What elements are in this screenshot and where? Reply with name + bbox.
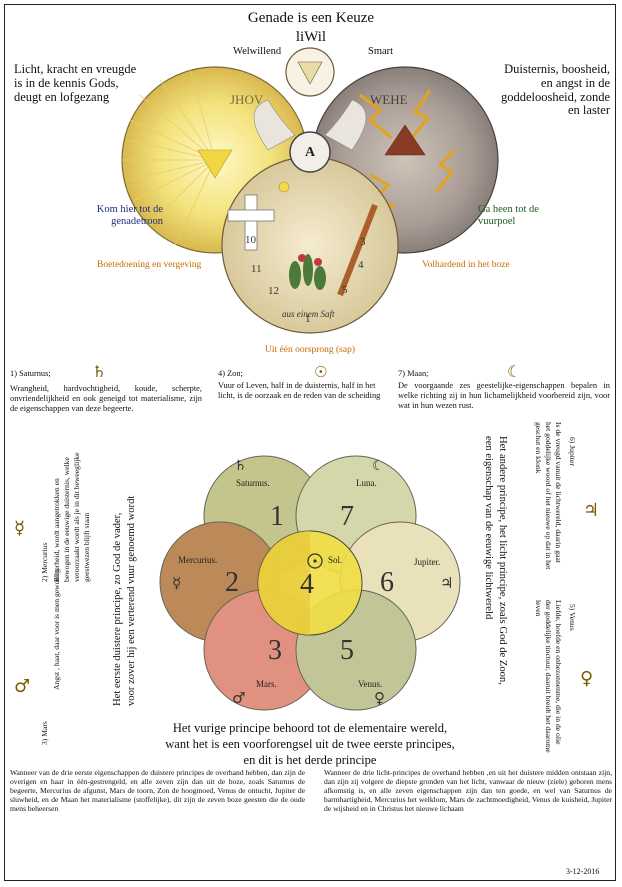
luna-wheel-label: Luna.	[356, 478, 377, 488]
left-note: Licht, kracht en vreugde is in de kennis…	[14, 62, 137, 104]
page-subtitle: liWil	[295, 29, 327, 45]
sol-wheel-label: Sol.	[328, 555, 343, 565]
moon-icon: ☾	[507, 362, 522, 381]
center-letter: A	[304, 145, 316, 160]
mercury-wheel-icon: ☿	[172, 574, 182, 592]
wheel-number-6: 6	[380, 567, 394, 598]
penance-label: Boetedoening en vergeving	[97, 260, 202, 270]
mars-wheel-label: Mars.	[256, 679, 277, 689]
wheel-number-3: 3	[268, 635, 282, 666]
venus-icon: ♀	[580, 668, 594, 689]
svg-text:1: 1	[305, 313, 311, 325]
sun-body: Vuur of Leven, half in de duisternis, ha…	[218, 381, 381, 400]
wheel-number-2: 2	[225, 567, 239, 598]
svg-text:11: 11	[251, 263, 262, 275]
cross-icon	[227, 194, 275, 251]
circle-bottom-text: aus einem Saft	[282, 309, 335, 319]
sun-title: 4) Zon;	[218, 369, 243, 378]
page-border	[4, 4, 616, 881]
right-note: Duisternis, boosheid, en angst in de god…	[500, 62, 610, 118]
mercury-icon: ☿	[14, 518, 26, 539]
wheel-number-7: 7	[340, 501, 354, 532]
fire-principle-line-2: want het is een voorforengsel uit de twe…	[165, 737, 455, 751]
svg-text:5: 5	[342, 284, 348, 296]
svg-text:4: 4	[358, 259, 364, 271]
wheel-number-4: 4	[300, 569, 314, 600]
top-diagram: 10 11 12 3 4 5 1	[121, 47, 499, 334]
svg-text:12: 12	[268, 285, 279, 297]
jupiter-icon: ♃	[583, 500, 600, 521]
center-a-circle	[289, 131, 331, 173]
svg-text:10: 10	[245, 234, 257, 246]
date-stamp: 3-12-2016	[566, 867, 600, 876]
welwillend-label: Welwillend	[233, 46, 282, 57]
saturn-wheel-icon: ♄	[234, 458, 247, 474]
smart-label: Smart	[368, 46, 394, 57]
persist-label: Volhardend in het boze	[422, 260, 510, 270]
mercury-wheel-label: Mercurius.	[178, 555, 218, 565]
sun-icon: ☉	[314, 363, 328, 381]
wehe-label: WEHE	[370, 92, 408, 107]
footer-right-text: Wanneer de drie licht-principes de overh…	[324, 768, 612, 814]
saturn-title: 1) Saturnus;	[10, 369, 51, 378]
saturn-body: Wrangheid, hardvochtigheid, koude, scher…	[10, 384, 202, 413]
wheel-number-1: 1	[270, 501, 284, 532]
moon-title: 7) Maan;	[398, 369, 429, 378]
fire-principle-line-3: en dit is het derde principe	[243, 753, 377, 767]
saturn-icon: ♄	[92, 362, 107, 381]
jhov-label: JHOV	[230, 92, 264, 107]
svg-text:3: 3	[360, 236, 366, 248]
saturn-wheel-label: Saturnus.	[236, 478, 270, 488]
mars-icon: ♂	[14, 676, 31, 697]
moon-body: De voorgaande zes geestelijke-eigenschap…	[398, 381, 610, 410]
sun-face-icon	[278, 181, 290, 193]
fire-principle-line-1: Het vurige principe behoord tot de eleme…	[172, 721, 448, 735]
wheel-number-5: 5	[340, 635, 354, 666]
venus-wheel-label: Venus.	[358, 679, 383, 689]
footer-left-text: Wanneer van de drie eerste eigenschappen…	[10, 768, 305, 814]
page-title: Genade is een Keuze	[247, 10, 375, 26]
origin-label: Uit één oorsprong (sap)	[265, 345, 355, 355]
go-away-label: Ga heen tot de vuurpoel	[478, 204, 539, 227]
jupiter-wheel-label: Jupiter.	[414, 557, 441, 567]
mars-wheel-icon: ♂	[232, 689, 246, 707]
triangle-icon	[197, 149, 233, 179]
luna-wheel-icon: ☾	[372, 458, 385, 474]
come-here-label: Kom hier tot de genadetroon	[96, 204, 163, 227]
jupiter-wheel-icon: ♃	[440, 574, 454, 592]
venus-wheel-icon: ♀	[374, 689, 385, 707]
